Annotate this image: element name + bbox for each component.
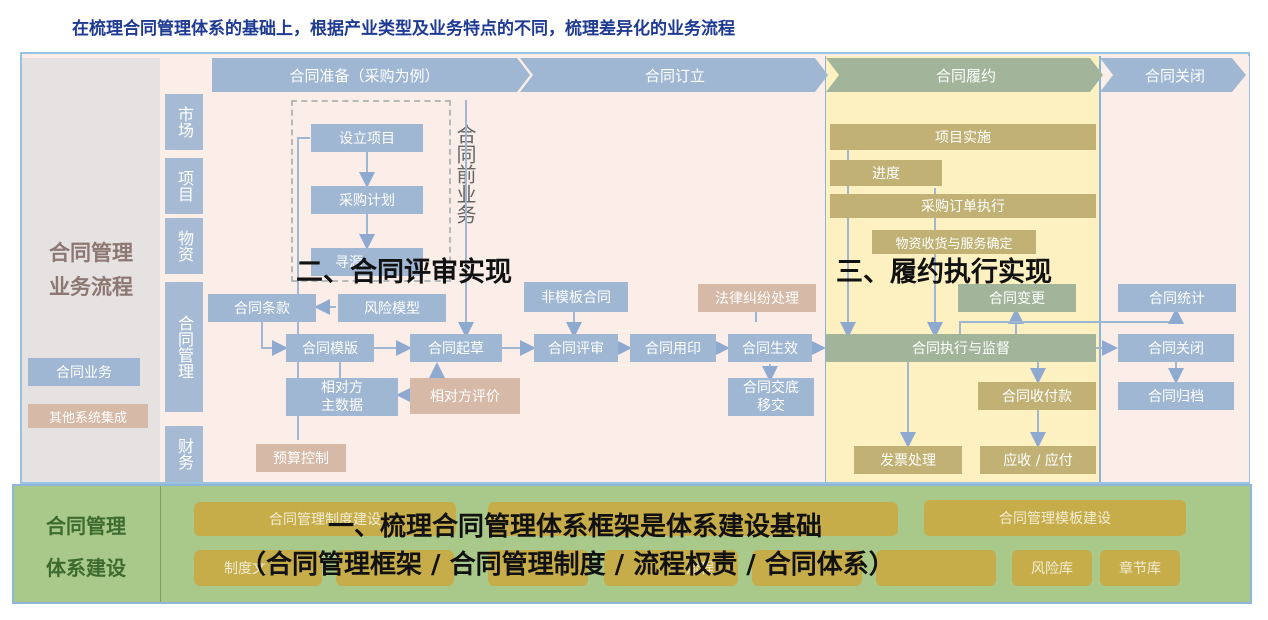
node-contract-terms: 合同条款 bbox=[208, 294, 316, 322]
legend-contract-business: 合同业务 bbox=[28, 358, 140, 386]
phase-prepare: 合同准备（采购为例） bbox=[289, 66, 440, 85]
box-b3 bbox=[488, 550, 588, 586]
node-counterparty-eval: 相对方评价 bbox=[410, 378, 520, 414]
node-risk-model: 风险模型 bbox=[338, 294, 446, 322]
node-budget-control: 预算控制 bbox=[256, 444, 346, 472]
node-setup-project: 设立项目 bbox=[311, 124, 423, 152]
page-title: 在梳理合同管理体系的基础上，根据产业类型及业务特点的不同，梳理差异化的业务流程 bbox=[72, 19, 735, 39]
overlay-review: 二、合同评审实现 bbox=[296, 257, 512, 288]
node-counterparty-data-l2: 主数据 bbox=[321, 398, 363, 414]
close-column bbox=[1100, 56, 1249, 482]
node-contract-effective: 合同生效 bbox=[728, 334, 812, 362]
middle-box-top bbox=[488, 502, 898, 536]
node-inquiry: 寻源 bbox=[311, 248, 423, 276]
node-po-exec: 采购订单执行 bbox=[830, 194, 1096, 218]
role-material: 物资 bbox=[165, 218, 203, 274]
node-progress: 进度 bbox=[830, 160, 942, 186]
node-contract-review: 合同评审 bbox=[534, 334, 618, 362]
clause-lib-box: 章节库 bbox=[1100, 550, 1180, 586]
left-heading-line1: 合同管理 bbox=[49, 241, 133, 265]
framework-heading: 合同管理 体系建设 bbox=[12, 505, 160, 589]
box-b5 bbox=[752, 550, 862, 586]
process-box: 流程 bbox=[604, 550, 738, 586]
node-purchase-plan: 采购计划 bbox=[311, 186, 423, 214]
framework-heading-line2: 体系建设 bbox=[46, 556, 126, 580]
node-contract-seal: 合同用印 bbox=[630, 334, 716, 362]
node-handover-l2: 移交 bbox=[757, 398, 785, 414]
phase-perform: 合同履约 bbox=[935, 66, 996, 85]
role-contract: 合同管理 bbox=[165, 282, 203, 412]
node-legal-dispute: 法律纠纷处理 bbox=[698, 284, 816, 312]
overlay-framework-line1: 一、梳理合同管理体系框架是体系建设基础 bbox=[328, 512, 823, 542]
box-b2 bbox=[336, 550, 454, 586]
overlay-perform: 三、履约执行实现 bbox=[836, 257, 1052, 288]
node-contract-template: 合同模版 bbox=[286, 334, 374, 362]
node-invoice: 发票处理 bbox=[854, 446, 962, 474]
role-market: 市场 bbox=[165, 94, 203, 150]
node-exec-monitor: 合同执行与监督 bbox=[826, 334, 1096, 362]
node-receipt: 物资收货与服务确定 bbox=[872, 230, 1036, 254]
node-contract-change: 合同变更 bbox=[958, 284, 1076, 312]
node-non-template: 非模板合同 bbox=[524, 282, 628, 312]
box-b6 bbox=[876, 550, 996, 586]
role-finance: 财务 bbox=[165, 426, 203, 482]
phase-close: 合同关闭 bbox=[1144, 66, 1205, 85]
node-handover-l1: 合同交底 bbox=[743, 380, 799, 396]
legend-other-integration: 其他系统集成 bbox=[28, 404, 148, 428]
node-project-impl: 项目实施 bbox=[830, 124, 1096, 150]
sys-doc-box: 制度文 bbox=[194, 550, 322, 586]
phase-sign: 合同订立 bbox=[644, 66, 705, 85]
risk-lib-box: 风险库 bbox=[1012, 550, 1092, 586]
node-counterparty-data: 相对方 主数据 bbox=[286, 378, 398, 416]
node-ar-ap: 应收 / 应付 bbox=[980, 446, 1096, 474]
left-heading: 合同管理 业务流程 bbox=[22, 236, 160, 304]
overlay-framework-line2: （合同管理框架 / 合同管理制度 / 流程权责 / 合同体系） bbox=[240, 550, 895, 580]
node-handover: 合同交底 移交 bbox=[728, 378, 814, 416]
node-close: 合同关闭 bbox=[1118, 334, 1234, 362]
role-project: 项目 bbox=[165, 158, 203, 214]
pre-business-box bbox=[291, 100, 451, 282]
node-payment: 合同收付款 bbox=[978, 382, 1096, 410]
sys-build-box: 合同管理制度建设 bbox=[194, 502, 456, 536]
node-counterparty-data-l1: 相对方 bbox=[321, 380, 363, 396]
node-statistics: 合同统计 bbox=[1118, 284, 1236, 312]
framework-heading-line1: 合同管理 bbox=[46, 514, 126, 538]
left-heading-line2: 业务流程 bbox=[49, 275, 133, 299]
node-contract-draft: 合同起草 bbox=[410, 334, 502, 362]
template-build-box: 合同管理模板建设 bbox=[924, 500, 1186, 536]
node-archive: 合同归档 bbox=[1118, 382, 1234, 410]
framework-divider bbox=[160, 486, 161, 602]
